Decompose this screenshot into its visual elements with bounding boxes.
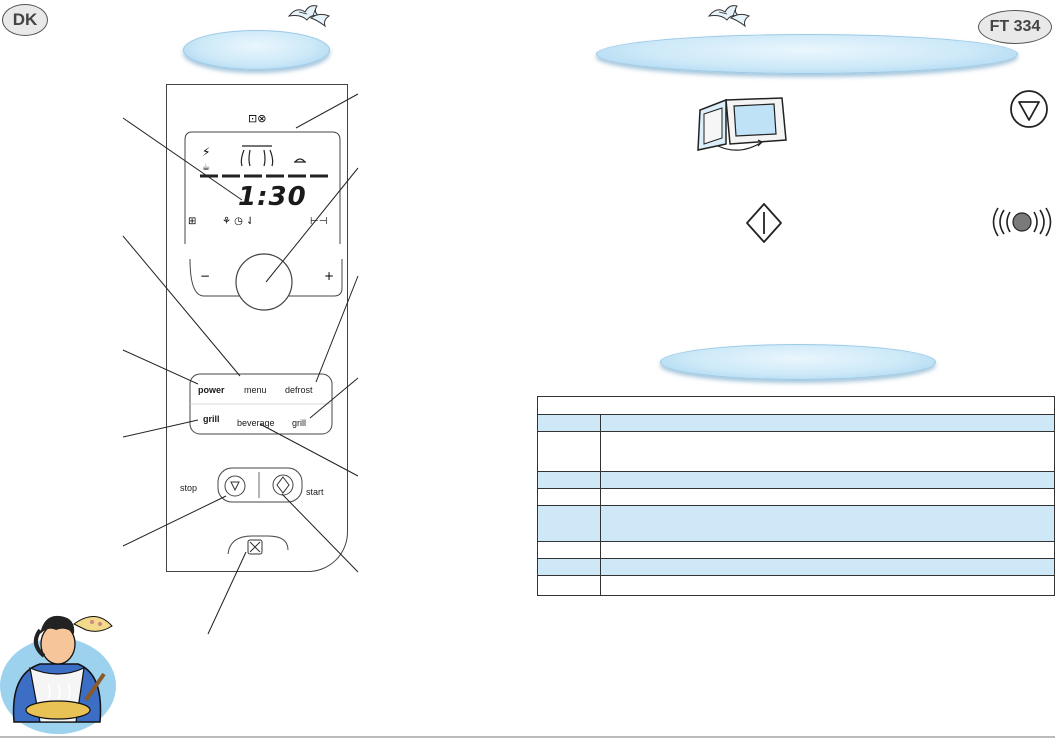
microwave-door-icon [697,97,787,151]
beep-sound-icon [992,207,1052,237]
power-button[interactable]: power [198,385,225,395]
bird-logo-icon [287,5,331,28]
svg-text:+: + [324,269,334,283]
country-badge-label: DK [12,10,38,29]
model-badge: FT 334 [978,10,1052,44]
beverage-button[interactable]: beverage [237,418,275,428]
table-row [537,431,1055,472]
table-row [537,575,1055,596]
stop-label-text: stop [180,483,198,493]
svg-text:⊞: ⊞ [188,216,196,227]
table-row [537,541,1055,559]
menu-button-label: menu [244,385,267,395]
control-panel-drawing: ⊡⊗ ⚡ ☕ ⊞ ⚘ ◷ ⇃ ⊢⊣ − + [184,112,343,555]
grill-combi-button[interactable]: grill [292,418,306,428]
table-row [537,505,1055,542]
callout-lines [122,93,359,635]
table-row [537,396,1055,415]
model-badge-label: FT 334 [989,18,1041,35]
table-row [537,414,1055,432]
bird-logo-icon [707,5,751,28]
svg-text:⚡: ⚡ [202,145,210,159]
svg-text:⊡⊗: ⊡⊗ [248,112,266,125]
data-table [537,396,1055,596]
menu-button[interactable]: menu [244,385,267,395]
start-diamond-icon [746,203,782,243]
svg-text:☕: ☕ [202,163,210,173]
svg-text:⚘ ◷ ⇃: ⚘ ◷ ⇃ [222,216,254,227]
table-row [537,488,1055,506]
control-panel [166,84,348,572]
section-header-oval-3 [660,344,936,380]
grill-combi-button-label: grill [292,418,307,428]
start-label: start [306,487,324,497]
svg-text:⊢⊣: ⊢⊣ [310,216,327,227]
country-badge: DK [2,4,48,36]
start-label-text: start [306,487,324,497]
grill-button[interactable]: grill [203,414,220,424]
defrost-button-label: defrost [285,385,313,395]
grill-button-label: grill [203,414,220,424]
power-button-label: power [198,385,225,395]
section-header-oval [183,30,330,70]
stop-triangle-icon [1010,90,1048,128]
chef-illustration [0,615,116,734]
stop-label: stop [180,483,197,493]
table-row [537,558,1055,576]
section-header-oval-2 [596,34,1018,74]
svg-text:−: − [200,269,210,283]
display-time: 1:30 [238,182,307,212]
table-row [537,471,1055,489]
page-bottom-rule [0,736,1055,738]
beverage-button-label: beverage [237,418,275,428]
defrost-button[interactable]: defrost [285,385,313,395]
